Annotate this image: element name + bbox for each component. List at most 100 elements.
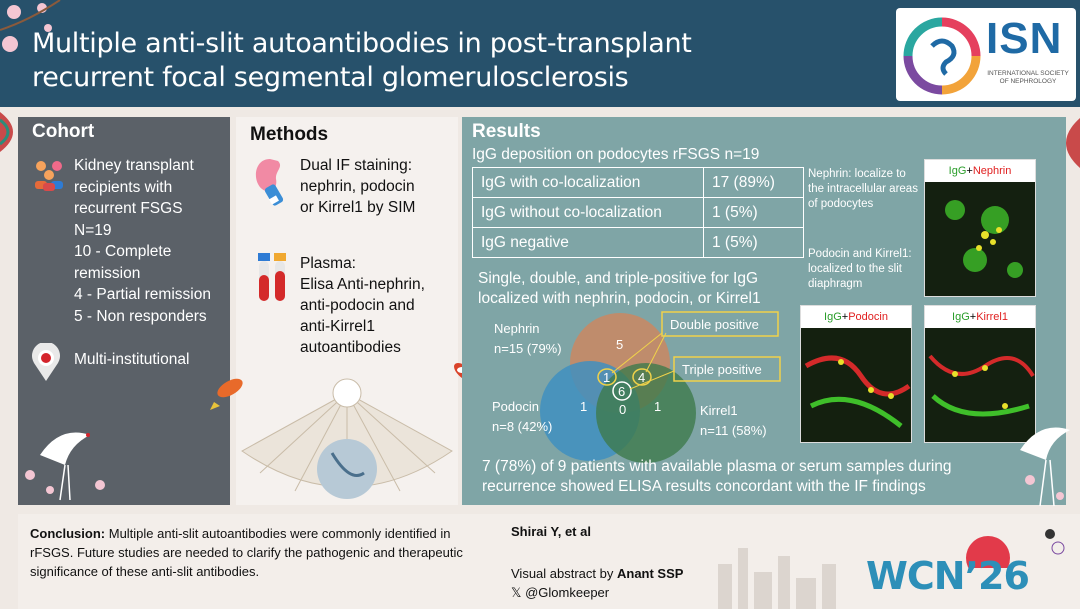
kidney-stain-icon bbox=[255, 159, 284, 206]
cohort-line: N=19 bbox=[74, 221, 112, 239]
micrograph-kirrel1: IgG+Kirrel1 bbox=[924, 305, 1036, 443]
plasma-text: Plasma: Elisa Anti-nephrin, anti-podocin… bbox=[300, 253, 425, 358]
marker-label: Kirrel1 bbox=[976, 311, 1008, 323]
double-positive-label: Double positive bbox=[670, 317, 759, 332]
people-icon bbox=[35, 161, 63, 191]
title-line-1: Multiple anti-slit autoantibodies in pos… bbox=[32, 28, 692, 59]
cohort-panel: Cohort Kidney transplant recipients with… bbox=[18, 117, 230, 505]
venn-podocin-only: 1 bbox=[580, 399, 587, 414]
plus-label: + bbox=[966, 165, 973, 177]
double-positive-box bbox=[661, 311, 779, 337]
plus-label: + bbox=[969, 311, 977, 323]
conclusion: Conclusion: Multiple anti-slit autoantib… bbox=[30, 524, 495, 581]
nephrin-note: Nephrin: localize to the intracellular a… bbox=[808, 168, 918, 210]
double-callout-line bbox=[611, 332, 663, 374]
micrograph-label: IgG+Podocin bbox=[801, 306, 911, 328]
header-banner: Multiple anti-slit autoantibodies in pos… bbox=[0, 0, 1080, 107]
venn-triple-highlight bbox=[612, 381, 632, 401]
visual-abstract-credit: Visual abstract by Anant SSP 𝕏 @Glomkeep… bbox=[511, 564, 683, 602]
venn-nephrin-count: n=15 (79%) bbox=[494, 341, 562, 356]
crane-decoration-icon bbox=[25, 432, 105, 501]
venn-podocin-count: n=8 (42%) bbox=[492, 419, 552, 434]
sun-decoration-icon bbox=[966, 536, 1010, 568]
cohort-line: 5 - Non responders bbox=[74, 307, 207, 325]
micrograph-podocin: IgG+Podocin bbox=[800, 305, 912, 443]
sponsor-logo-icon bbox=[1045, 529, 1065, 555]
social-handle[interactable]: @Glomkeeper bbox=[525, 585, 610, 600]
cherry-blossom-icon bbox=[0, 0, 61, 52]
crane-right-icon bbox=[1020, 427, 1070, 507]
igg-label: IgG bbox=[952, 311, 970, 323]
triple-positive-box bbox=[673, 356, 781, 382]
venn-kirrel1-count: n=11 (58%) bbox=[700, 423, 767, 438]
credit-prefix: Visual abstract by bbox=[511, 566, 617, 581]
map-pin-icon bbox=[32, 343, 60, 381]
venn-diagram: Nephrin n=15 (79%) Podocin n=8 (42%) Kir… bbox=[492, 311, 781, 463]
cohort-line: Kidney transplant bbox=[74, 157, 194, 174]
method-line: anti-Kirrel1 bbox=[300, 318, 375, 335]
venn-nk-highlight bbox=[632, 368, 652, 386]
cohort-line: recurrent FSGS bbox=[74, 200, 183, 217]
method-line: Dual IF staining: bbox=[300, 157, 412, 174]
micrograph-label: IgG+Kirrel1 bbox=[925, 306, 1035, 328]
cohort-line: 10 - Complete bbox=[74, 243, 172, 260]
isn-emblem-icon bbox=[903, 17, 981, 95]
venn-title: Single, double, and triple-positive for … bbox=[478, 269, 761, 309]
credit-name: Anant SSP bbox=[616, 566, 684, 581]
city-skyline-icon bbox=[718, 548, 836, 609]
venn-kirrel1-only: 1 bbox=[654, 399, 661, 414]
marker-label: Podocin bbox=[848, 311, 888, 323]
table-cell-label: IgG without co-localization bbox=[472, 197, 704, 228]
if-staining-text: Dual IF staining: nephrin, podocin or Ki… bbox=[300, 155, 415, 218]
isn-logo: ISN INTERNATIONAL SOCIETY OF NEPHROLOGY bbox=[896, 8, 1076, 101]
marker-label: Nephrin bbox=[972, 165, 1012, 177]
micrograph-nephrin-image bbox=[925, 160, 1035, 296]
table-cell-value: 1 (5%) bbox=[703, 227, 804, 258]
micrograph-podocin-image bbox=[801, 306, 911, 442]
venn-podocin-label: Podocin bbox=[492, 399, 539, 414]
venn-title-line: localized with nephrin, podocin, or Kirr… bbox=[478, 290, 761, 307]
venn-kirrel1-label: Kirrel1 bbox=[700, 403, 738, 418]
isn-subtitle: INTERNATIONAL SOCIETY OF NEPHROLOGY bbox=[987, 70, 1069, 85]
folding-fan-icon bbox=[241, 378, 453, 499]
triple-callout-line bbox=[629, 370, 675, 390]
venn-podocin-kirrel1: 0 bbox=[619, 402, 626, 417]
page-title: Multiple anti-slit autoantibodies in pos… bbox=[32, 27, 692, 95]
table-row: IgG without co-localization 1 (5%) bbox=[472, 197, 804, 228]
triple-positive-label: Triple positive bbox=[682, 362, 762, 377]
fan-decoration-right-icon bbox=[1066, 118, 1080, 168]
venn-nephrin-kirrel1: 4 bbox=[638, 370, 645, 385]
elisa-result: 7 (78%) of 9 patients with available pla… bbox=[482, 457, 952, 497]
cohort-description: Kidney transplant recipients with recurr… bbox=[74, 155, 224, 327]
x-logo-icon: 𝕏 bbox=[511, 585, 522, 600]
venn-circle-kirrel1 bbox=[596, 363, 696, 463]
cohort-heading: Cohort bbox=[32, 121, 95, 142]
venn-nephrin-podocin: 1 bbox=[603, 370, 610, 385]
handle-line: 𝕏 @Glomkeeper bbox=[511, 583, 683, 602]
igg-label: IgG bbox=[948, 165, 967, 177]
method-line: or Kirrel1 by SIM bbox=[300, 199, 416, 216]
conclusion-text: Multiple anti-slit autoantibodies were c… bbox=[30, 526, 463, 579]
double-callout-line bbox=[645, 332, 667, 373]
venn-nephrin-label: Nephrin bbox=[494, 321, 540, 336]
table-cell-value: 17 (89%) bbox=[703, 167, 804, 198]
results-heading: Results bbox=[472, 121, 541, 142]
cohort-line: remission bbox=[74, 264, 141, 282]
micrograph-label: IgG+Nephrin bbox=[925, 160, 1035, 182]
micrograph-nephrin: IgG+Nephrin bbox=[924, 159, 1036, 297]
micrograph-kirrel1-image bbox=[925, 306, 1035, 442]
fan-decoration-icon bbox=[0, 112, 13, 152]
table-cell-label: IgG with co-localization bbox=[472, 167, 704, 198]
title-line-2: recurrent focal segmental glomeruloscler… bbox=[32, 62, 629, 93]
table-cell-value: 1 (5%) bbox=[703, 197, 804, 228]
blood-tubes-icon bbox=[258, 253, 286, 301]
table-row: IgG with co-localization 17 (89%) bbox=[472, 167, 804, 198]
venn-triple-count: 6 bbox=[618, 384, 625, 399]
elisa-line: recurrence showed ELISA results concorda… bbox=[482, 478, 926, 495]
plus-label: + bbox=[841, 311, 849, 323]
podocin-kirrel-note: Podocin and Kirrel1: localized to the sl… bbox=[808, 248, 912, 290]
igg-label: IgG bbox=[824, 311, 842, 323]
multi-institutional-label: Multi-institutional bbox=[74, 351, 190, 368]
footer-panel: Conclusion: Multiple anti-slit autoantib… bbox=[18, 514, 1080, 609]
